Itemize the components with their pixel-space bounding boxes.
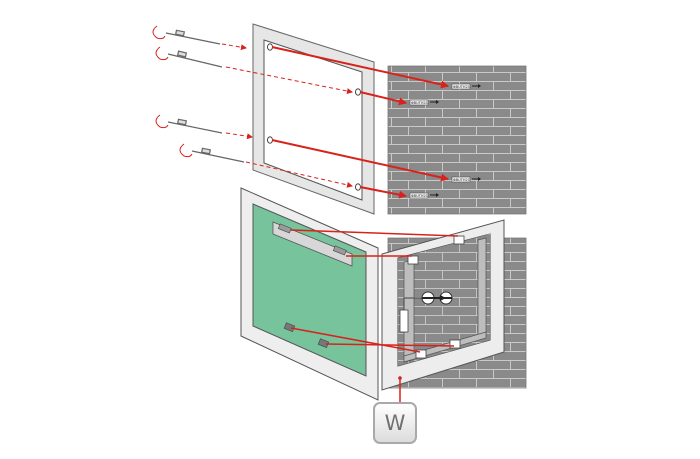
arrow (271, 139, 449, 182)
w-badge: W (373, 402, 417, 444)
backing-frame (252, 23, 375, 215)
arrow (359, 91, 407, 106)
dashed-arrow (225, 66, 353, 94)
arrow (290, 229, 459, 237)
anchor-label: ΦBUTH21 (411, 101, 428, 105)
arrow (359, 186, 407, 199)
arrow (290, 327, 421, 353)
screw-icon (165, 29, 245, 163)
screwdriver-icon (152, 25, 193, 158)
mounted-frame (381, 219, 505, 391)
mirror-panel (240, 187, 379, 401)
anchor-label: ΦBUTH21 (411, 194, 428, 198)
dashed-arrow (221, 43, 247, 51)
anchor-label: ΦBUTH21 (453, 178, 470, 182)
anchor-icon: ΦBUTH21 ΦBUTH21 ΦBUTH21 ΦBUTH21 (409, 83, 481, 199)
arrow (325, 343, 455, 347)
w-badge-label: W (384, 410, 406, 435)
arrow (271, 46, 449, 89)
dashed-arrow (225, 132, 253, 140)
anchor-label: ΦBUTH21 (453, 85, 470, 89)
